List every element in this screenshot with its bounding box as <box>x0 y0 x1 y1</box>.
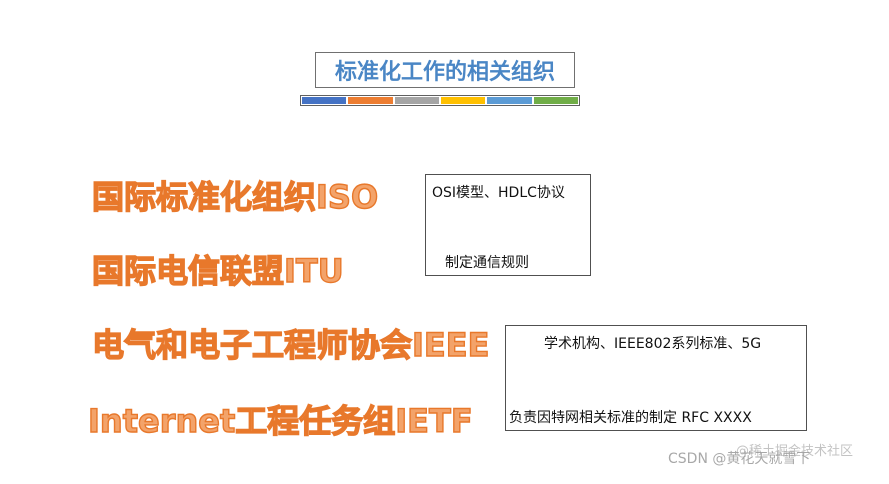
org-itu-label: 国际电信联盟ITU <box>91 251 344 290</box>
note-box-ieee-ietf: 学术机构、IEEE802系列标准、5G 负责因特网相关标准的制定 RFC XXX… <box>505 325 807 431</box>
color-bar <box>300 95 580 106</box>
color-bar-segment-lightblue <box>487 97 532 104</box>
watermark-juejin: @稀土掘金技术社区 <box>736 444 854 459</box>
color-bar-segment-blue <box>302 97 347 104</box>
color-bar-segment-yellow <box>440 97 486 104</box>
org-ietf-label: Internet工程任务组IETF <box>87 401 473 440</box>
org-iso-label: 国际标准化组织ISO <box>91 177 379 216</box>
color-bar-segment-green <box>533 97 578 104</box>
note-ieee-text: 学术机构、IEEE802系列标准、5G <box>544 336 762 352</box>
note-itu-text: 制定通信规则 <box>445 255 529 271</box>
color-bar-segment-gray <box>394 97 439 104</box>
note-iso-text: OSI模型、HDLC协议 <box>432 185 565 201</box>
org-ieee-label: 电气和电子工程师协会IEEE <box>91 325 490 364</box>
note-box-iso-itu: OSI模型、HDLC协议 制定通信规则 <box>425 174 591 276</box>
note-ietf-text: 负责因特网相关标准的制定 RFC XXXX <box>509 410 752 426</box>
watermark-csdn: CSDN @黄花天就雪下 <box>668 451 811 467</box>
slide-title: 标准化工作的相关组织 <box>315 52 575 88</box>
color-bar-segment-orange <box>348 97 393 104</box>
